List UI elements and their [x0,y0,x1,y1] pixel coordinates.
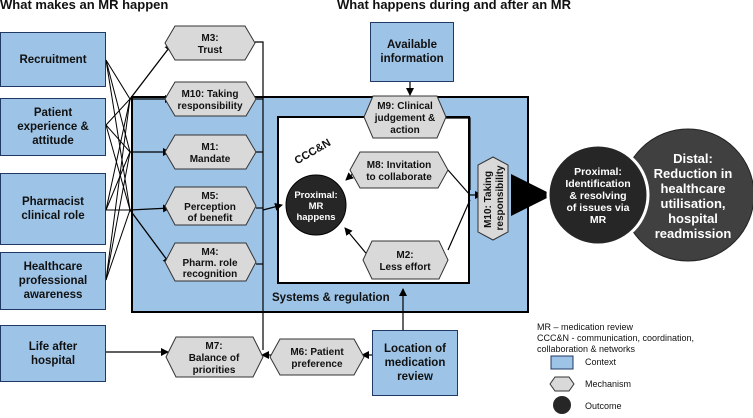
m7-hex [165,336,264,378]
text-line: responsibility [177,101,242,112]
m1-text: M1:Mandate [190,142,231,165]
text-line: M6: Patient [290,347,344,358]
right-heading: What happens during and after an MR [337,0,572,12]
legend-context-label: Context [585,357,617,367]
m2-hex [362,240,449,280]
text-line: & resolving [569,190,626,202]
text-line: Perception [184,202,236,213]
text-line: utilisation, [661,196,726,211]
systems-label: Systems & regulation [272,292,390,304]
m3-text: M3:Trust [198,33,223,56]
pharmacist-role-text: Pharmacist clinical role [21,196,85,222]
text-line: of benefit [188,213,234,224]
hexagons [164,25,509,378]
text-line: M10: Taking [181,89,238,100]
text-line: Reduction in [654,166,733,181]
legend-line1: MR – medication review [537,322,634,332]
m6-hex [269,338,365,376]
text-line: M3: [201,33,218,44]
text-line: M8: Invitation [367,160,431,171]
recruitment-box: Recruitment [0,32,106,87]
mechanism-input-arrows [129,43,173,265]
text-line: preference [291,359,343,370]
text-line: to collaborate [366,172,432,183]
m1-hex [164,134,257,170]
text-line: M7: [205,341,222,352]
text-line: Proximal: [574,166,622,178]
text-line: Pharm. role [182,258,237,269]
text-line: M2: [396,250,413,261]
context-to-mechanism-lines [105,59,131,281]
hcp-awareness-box: Healthcare professional awareness [0,252,106,310]
text-line: M5: [201,191,218,202]
m9-hex [363,95,447,139]
text-line: MR [590,214,607,226]
text-line: Distal: [673,151,713,166]
m3-hex [164,25,256,61]
legend-mechanism-label: Mechanism [585,379,632,389]
m8-hex [349,151,449,189]
legend-outcome-swatch [553,396,571,414]
text-line: judgement & [374,113,436,124]
legend-outcome-label: Outcome [585,401,622,411]
proximal-id-circle [546,143,650,247]
text-line: healthcare [660,181,725,196]
m10b-hex [477,156,509,241]
patient-experience-box: Patient experience & attitude [0,98,106,156]
text-line: M9: Clinical [377,101,433,112]
text-line: priorities [193,365,236,376]
text-line: M1: [201,142,218,153]
text-line: Trust [198,45,223,56]
life-after-text: Life after hospital [28,340,78,367]
text-line: recognition [183,269,237,280]
m5-hex [164,186,257,226]
text-line: MR [309,201,324,212]
life-after-box: Life after hospital [0,325,106,382]
text-line: M4: [201,247,218,258]
m10a-hex [164,81,257,117]
text-line: Less effort [379,262,431,273]
m4-hex [164,242,257,282]
text-line: readmission [655,226,732,241]
hcp-awareness-text: Healthcare professional awareness [18,261,88,301]
text-line: action [390,125,419,136]
available-info-text: Available information [380,39,444,65]
location-text: Location of medication review [384,343,446,383]
text-line: happens [296,212,335,223]
legend-context-swatch [550,355,574,370]
m10b-text: M10: Taking responsibility [483,165,506,230]
text-line: Identification [565,178,630,190]
text-line: Proximal: [294,190,337,201]
text-line: hospital [668,211,718,226]
available-info-box: Available information [370,22,454,82]
m2-text: M2:Less effort [379,250,431,273]
legend-line2: CCC&N - communication, coordination, [537,333,695,343]
text-line: Mandate [190,154,231,165]
location-box: Location of medication review [372,330,458,396]
legend-mechanism-swatch [549,376,575,392]
legend-line3: collaboration & networks [537,344,636,354]
text-line: of issues via [566,202,629,214]
patient-experience-text: Patient experience & attitude [17,107,89,147]
left-heading: What makes an MR happen [0,0,169,12]
proximal-mr-circle [285,174,347,236]
recruitment-text: Recruitment [19,53,87,66]
text-line: Balance of [189,353,240,364]
pharmacist-role-box: Pharmacist clinical role [0,173,106,245]
